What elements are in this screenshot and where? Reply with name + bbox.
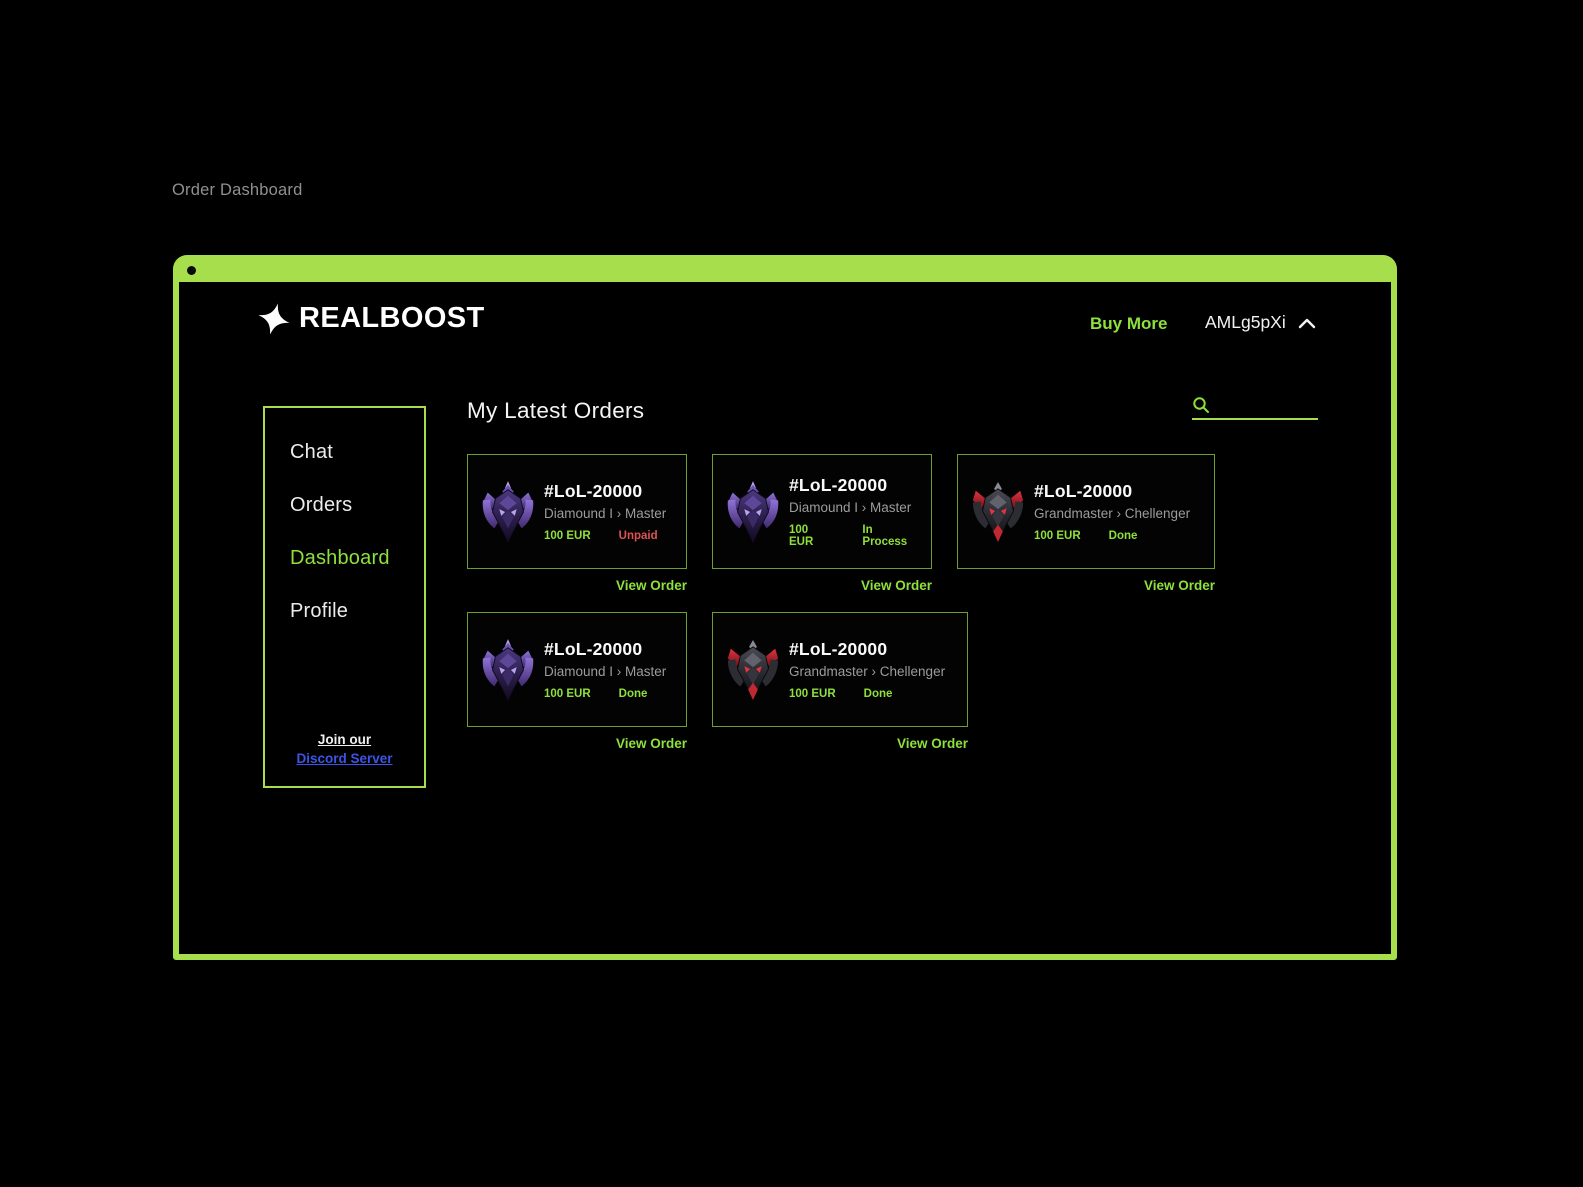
order-card: #LoL-20000 Diamound I › Master 100 EUR U… <box>467 454 687 569</box>
order-card-wrap: #LoL-20000 Grandmaster › Chellenger 100 … <box>957 454 1215 593</box>
sidebar-item-profile[interactable]: Profile <box>290 600 349 622</box>
search-icon <box>1193 397 1209 413</box>
order-card-info: #LoL-20000 Diamound I › Master 100 EUR D… <box>544 639 666 700</box>
view-order-link[interactable]: View Order <box>1143 578 1215 593</box>
window-titlebar <box>178 260 1392 282</box>
diamond-rank-icon <box>724 480 782 544</box>
sidebar-item-dashboard[interactable]: Dashboard <box>290 547 390 569</box>
grandmaster-rank-icon <box>969 480 1027 544</box>
order-status-badge: Unpaid <box>618 530 658 542</box>
order-card-info: #LoL-20000 Grandmaster › Chellenger 100 … <box>1034 481 1190 542</box>
grandmaster-rank-icon <box>724 638 782 702</box>
account-menu[interactable]: AMLg5pXi <box>1205 312 1317 333</box>
order-card: #LoL-20000 Grandmaster › Chellenger 100 … <box>712 612 968 727</box>
order-meta: 100 EUR Done <box>544 688 666 700</box>
order-price: 100 EUR <box>789 688 836 700</box>
view-order-link[interactable]: View Order <box>860 578 932 593</box>
order-meta: 100 EUR Done <box>1034 530 1190 542</box>
order-rank-range: Grandmaster › Chellenger <box>789 664 946 679</box>
chevron-up-icon <box>1298 318 1315 328</box>
order-card-wrap: #LoL-20000 Grandmaster › Chellenger 100 … <box>712 612 968 751</box>
order-card-wrap: #LoL-20000 Diamound I › Master 100 EUR I… <box>712 454 932 593</box>
order-rank-range: Grandmaster › Chellenger <box>1034 506 1191 521</box>
order-id: #LoL-20000 <box>544 481 643 501</box>
order-meta: 100 EUR Unpaid <box>544 530 666 542</box>
order-price: 100 EUR <box>789 524 814 548</box>
order-card-wrap: #LoL-20000 Diamound I › Master 100 EUR D… <box>467 612 687 751</box>
view-order-link[interactable]: View Order <box>615 736 687 751</box>
search-field[interactable] <box>1192 394 1318 420</box>
order-status-badge: Done <box>618 688 648 700</box>
order-status-badge: Done <box>1108 530 1138 542</box>
view-order-link[interactable]: View Order <box>896 736 968 751</box>
order-id: #LoL-20000 <box>1034 481 1133 501</box>
order-id: #LoL-20000 <box>789 475 888 495</box>
discord-link-line2[interactable]: Discord Server <box>296 751 393 766</box>
brand-logo[interactable]: REALBOOST <box>258 302 485 335</box>
order-card-info: #LoL-20000 Diamound I › Master 100 EUR I… <box>789 475 919 548</box>
order-id: #LoL-20000 <box>789 639 888 659</box>
search-input[interactable] <box>1214 394 1318 410</box>
order-rank-range: Diamound I › Master <box>544 664 667 679</box>
brand-name: REALBOOST <box>299 302 485 334</box>
discord-link-line1: Join our <box>317 732 372 747</box>
order-card: #LoL-20000 Diamound I › Master 100 EUR D… <box>467 612 687 727</box>
order-status-badge: Done <box>863 688 893 700</box>
window-control-dot[interactable] <box>187 266 196 275</box>
order-id: #LoL-20000 <box>544 639 643 659</box>
order-card-info: #LoL-20000 Grandmaster › Chellenger 100 … <box>789 639 945 700</box>
order-rank-range: Diamound I › Master <box>544 506 667 521</box>
order-card-wrap: #LoL-20000 Diamound I › Master 100 EUR U… <box>467 454 687 593</box>
account-username: AMLg5pXi <box>1205 312 1286 332</box>
sidebar-item-orders[interactable]: Orders <box>290 494 353 516</box>
order-card-info: #LoL-20000 Diamound I › Master 100 EUR U… <box>544 481 666 542</box>
order-card: #LoL-20000 Diamound I › Master 100 EUR I… <box>712 454 932 569</box>
order-price: 100 EUR <box>544 530 591 542</box>
order-price: 100 EUR <box>1034 530 1081 542</box>
page-title: Order Dashboard <box>172 181 303 199</box>
buy-more-link[interactable]: Buy More <box>1090 314 1168 333</box>
orders-heading: My Latest Orders <box>467 398 645 423</box>
order-meta: 100 EUR Done <box>789 688 945 700</box>
star-logo-icon <box>258 302 290 335</box>
order-price: 100 EUR <box>544 688 591 700</box>
diamond-rank-icon <box>479 638 537 702</box>
sidebar-item-chat[interactable]: Chat <box>290 441 334 463</box>
order-rank-range: Diamound I › Master <box>789 500 912 515</box>
order-status-badge: In Process <box>862 524 908 548</box>
view-order-link[interactable]: View Order <box>615 578 687 593</box>
order-meta: 100 EUR In Process <box>789 524 919 548</box>
order-card: #LoL-20000 Grandmaster › Chellenger 100 … <box>957 454 1215 569</box>
discord-link[interactable]: Join our Discord Server <box>265 732 424 766</box>
order-card-grid: #LoL-20000 Diamound I › Master 100 EUR U… <box>179 282 1391 953</box>
diamond-rank-icon <box>479 480 537 544</box>
